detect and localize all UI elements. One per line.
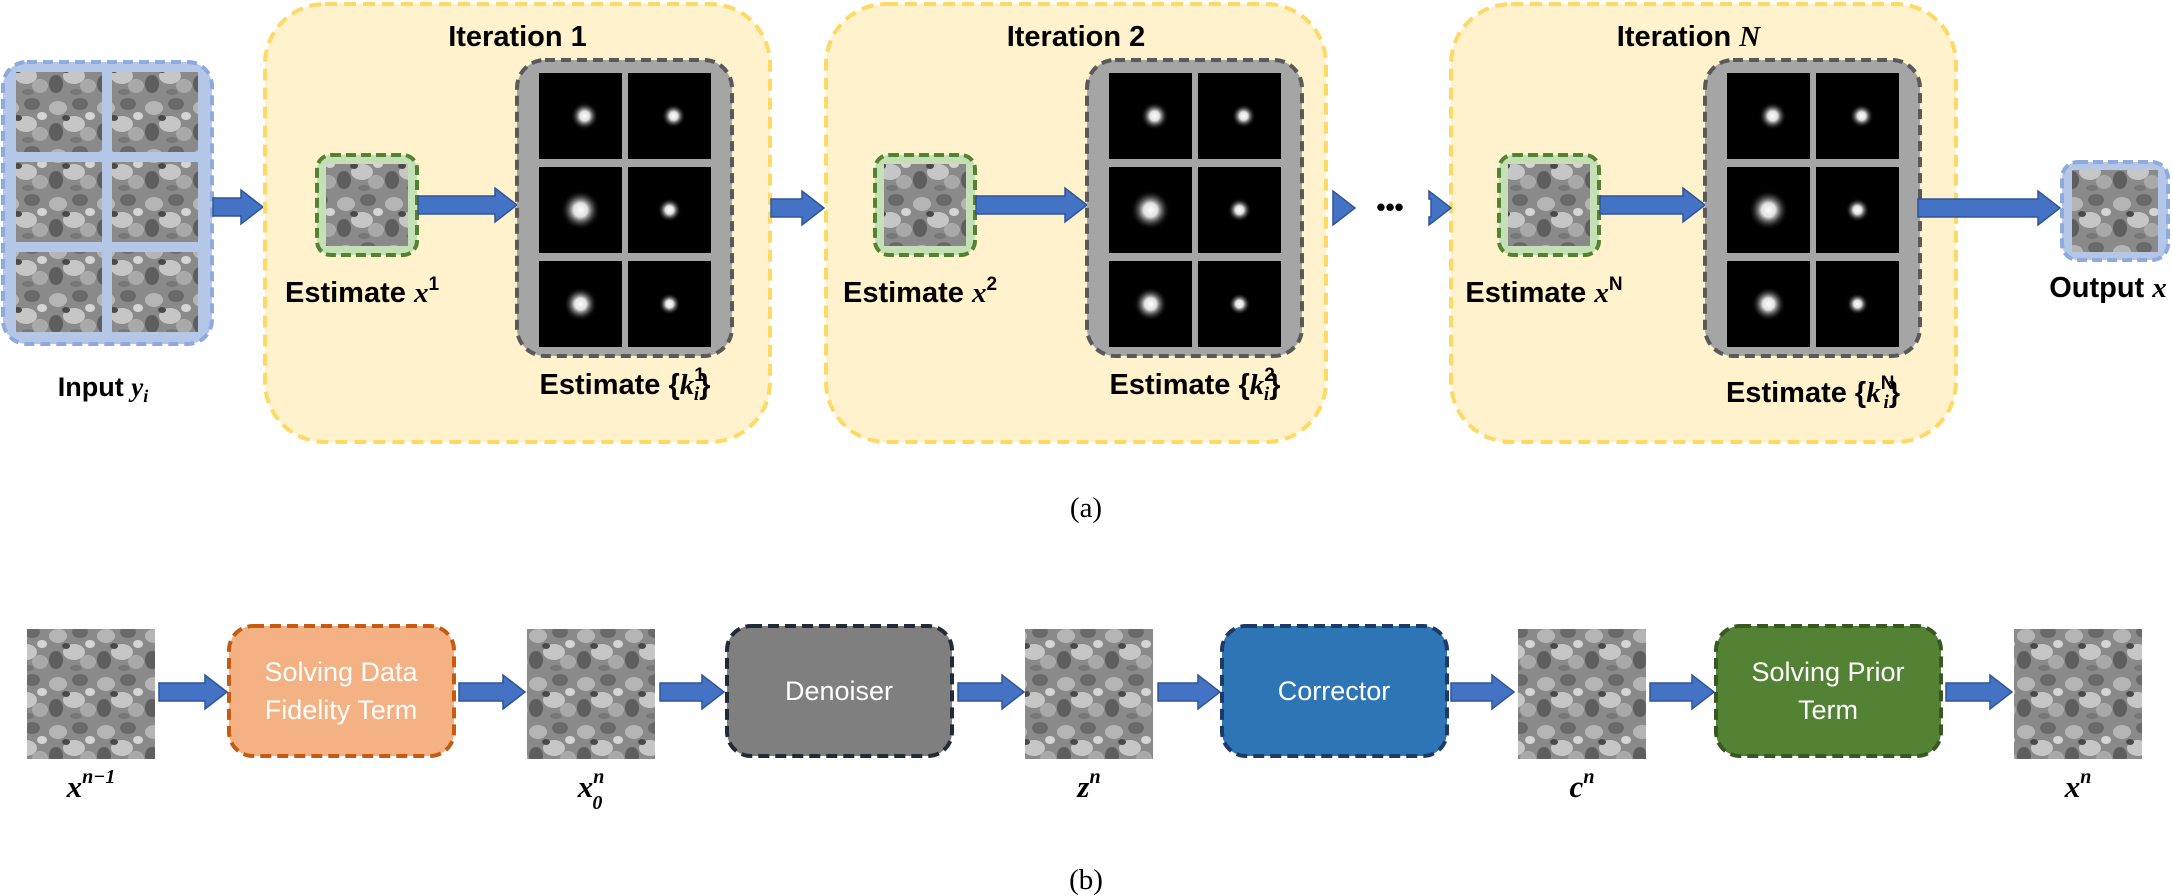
- estimate-x-image: [884, 164, 966, 246]
- step-label: cn: [1570, 766, 1595, 804]
- flow-arrow: [1450, 673, 1516, 711]
- input-frame-tile: [112, 252, 198, 332]
- kernel-tile-spot: [570, 102, 599, 130]
- arrow-x-to-kernels: [975, 186, 1089, 224]
- estimate-x-image: [326, 164, 408, 246]
- input-frame-tile: [112, 162, 198, 242]
- input-frame-tile: [112, 72, 198, 152]
- flow-arrow: [659, 673, 726, 711]
- output-image: [2072, 170, 2158, 252]
- arrow-input-to-iter1: [212, 188, 265, 226]
- flow-arrow: [458, 673, 527, 711]
- arrow-ellipsis-to-iterN: [1428, 189, 1453, 227]
- kernel-tile-spot: [563, 287, 598, 321]
- output-label: Output x: [2049, 272, 2167, 304]
- kernel-tile-spot: [1130, 190, 1171, 230]
- module-label: Corrector: [1278, 676, 1391, 706]
- iteration-title: Iteration 2: [1007, 21, 1146, 53]
- module-label-line2: Term: [1798, 695, 1858, 725]
- kernel-tile-spot: [1748, 190, 1789, 230]
- estimate-x-label: Estimate x1: [285, 274, 439, 309]
- step-image: [1025, 629, 1153, 759]
- kernel-tile-spot: [1845, 198, 1870, 222]
- step-label: xn: [2064, 766, 2092, 804]
- ellipsis: •••: [1376, 192, 1403, 222]
- estimate-x-label: Estimate xN: [1465, 274, 1622, 309]
- kernel-tile-spot: [658, 293, 681, 315]
- input-label: Input yi: [58, 372, 148, 406]
- kernel-tile-spot: [1227, 198, 1252, 222]
- caption-a: (a): [1070, 492, 1102, 524]
- iteration-title: Iteration 1: [448, 21, 587, 53]
- step-image: [1518, 629, 1646, 759]
- estimate-x-label: Estimate x2: [843, 274, 997, 309]
- iteration-title: Iteration N: [1617, 21, 1761, 53]
- module-label-line1: Solving Prior: [1751, 657, 1904, 687]
- module-box: [1220, 624, 1449, 758]
- step-image: [2014, 629, 2142, 759]
- flow-arrow: [158, 673, 229, 711]
- caption-b: (b): [1069, 864, 1103, 896]
- kernel-tile-spot: [560, 190, 601, 230]
- kernel-tile-spot: [1228, 293, 1251, 315]
- estimate-x-image: [1508, 164, 1590, 246]
- kernel-tile-spot: [1758, 102, 1787, 130]
- input-frame-tile: [16, 72, 102, 152]
- kernel-tile-spot: [1231, 104, 1256, 128]
- flow-arrow: [1945, 673, 2014, 711]
- arrow-x-to-kernels: [417, 186, 519, 224]
- kernel-tile-spot: [657, 198, 682, 222]
- kernel-tile-spot: [661, 104, 686, 128]
- module-label: Denoiser: [785, 676, 893, 706]
- flow-arrow: [957, 673, 1026, 711]
- arrow-iterN-to-output: [1917, 189, 2062, 227]
- arrow-x-to-kernels: [1599, 186, 1707, 224]
- kernel-tile-spot: [1133, 287, 1168, 321]
- step-label: xn−1: [66, 766, 116, 804]
- input-frame-tile: [16, 162, 102, 242]
- kernel-tile-spot: [1751, 287, 1786, 321]
- module-box: [227, 624, 456, 758]
- flow-arrow: [1157, 673, 1222, 711]
- arrow-iter2-to-ellipsis: [1332, 189, 1357, 227]
- kernel-tile-spot: [1846, 293, 1869, 315]
- kernel-tile-spot: [1849, 104, 1874, 128]
- module-box: [1714, 624, 1943, 758]
- step-label: zn: [1076, 766, 1100, 804]
- module-box: [725, 624, 954, 758]
- kernel-tile-spot: [1140, 102, 1169, 130]
- flow-arrow: [1649, 673, 1716, 711]
- step-image: [27, 629, 155, 759]
- module-label-line2: Fidelity Term: [265, 695, 418, 725]
- arrow-iter1-to-iter2: [770, 189, 826, 227]
- step-image: [527, 629, 655, 759]
- input-frame-tile: [16, 252, 102, 332]
- module-label-line1: Solving Data: [264, 657, 418, 687]
